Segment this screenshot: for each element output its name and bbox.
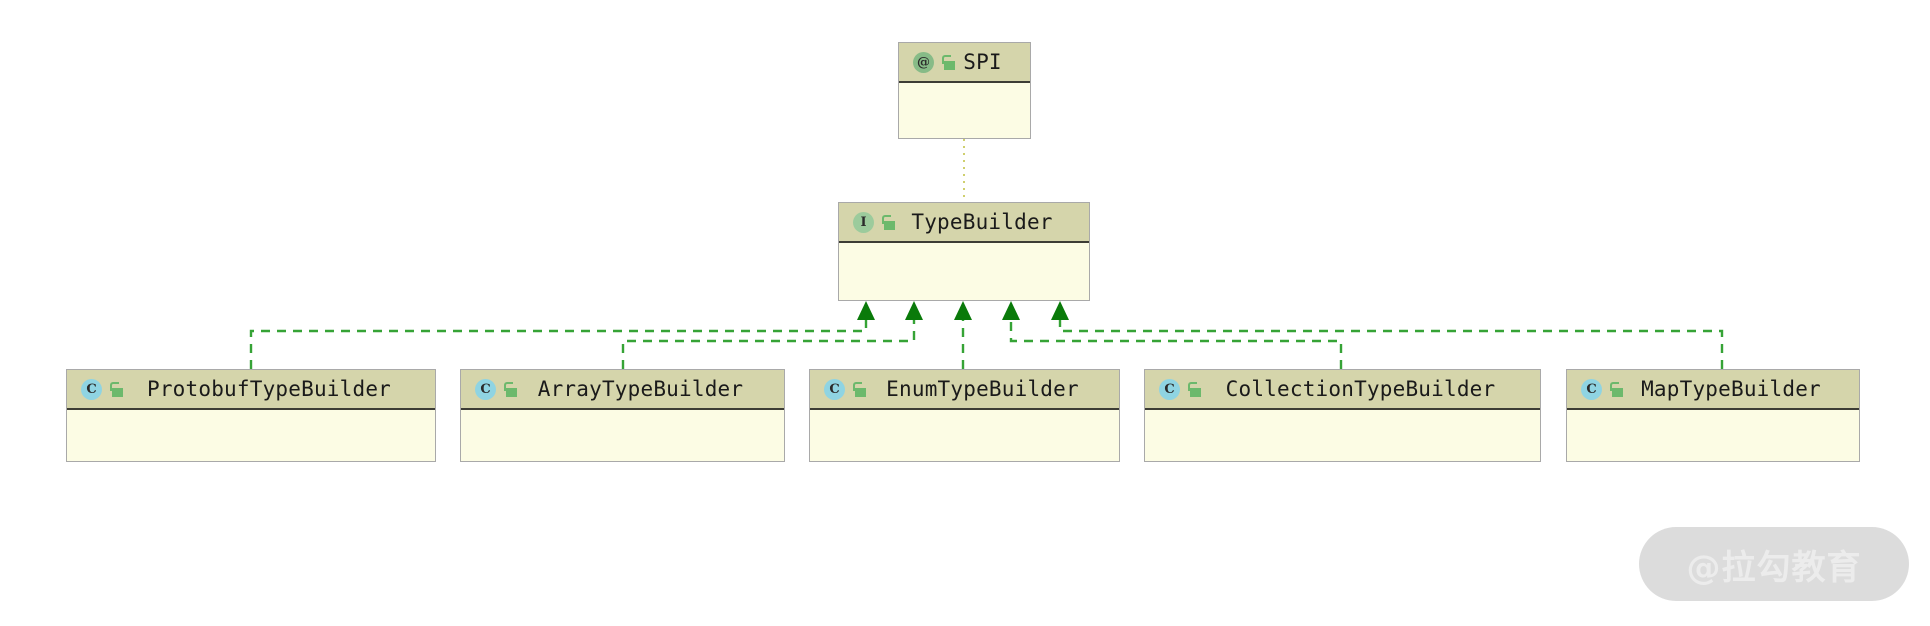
uml-node-members xyxy=(461,410,784,461)
edge-array-typebuilder xyxy=(621,301,923,369)
uml-node-collectiontypebuilder[interactable]: C CollectionTypeBuilder xyxy=(1144,369,1541,462)
edge-map-typebuilder xyxy=(1051,301,1724,369)
uml-node-protobuftypebuilder[interactable]: C ProtobufTypeBuilder xyxy=(66,369,436,462)
uml-node-title: ArrayTypeBuilder xyxy=(537,377,744,401)
edge-protobuf-typebuilder xyxy=(249,301,875,369)
uml-node-title: EnumTypeBuilder xyxy=(886,377,1079,401)
uml-node-header: C ProtobufTypeBuilder xyxy=(67,370,435,410)
open-lock-icon xyxy=(941,54,955,70)
uml-node-title: SPI xyxy=(963,50,1002,74)
open-lock-icon xyxy=(852,381,866,397)
uml-node-maptypebuilder[interactable]: C MapTypeBuilder xyxy=(1566,369,1860,462)
uml-node-header: C CollectionTypeBuilder xyxy=(1145,370,1540,410)
open-lock-icon xyxy=(109,381,123,397)
uml-node-members xyxy=(1145,410,1540,461)
uml-node-title: TypeBuilder xyxy=(911,210,1053,234)
uml-node-members xyxy=(839,243,1089,300)
uml-node-members xyxy=(67,410,435,461)
uml-node-enumtypebuilder[interactable]: C EnumTypeBuilder xyxy=(809,369,1120,462)
class-stereotype-icon: C xyxy=(824,378,845,400)
uml-node-members xyxy=(899,83,1030,138)
uml-node-title: CollectionTypeBuilder xyxy=(1225,377,1496,401)
uml-node-members xyxy=(1567,410,1859,461)
edge-enum-typebuilder xyxy=(954,301,972,369)
uml-node-members xyxy=(810,410,1119,461)
class-stereotype-icon: C xyxy=(1581,378,1602,400)
uml-node-header: C ArrayTypeBuilder xyxy=(461,370,784,410)
open-lock-icon xyxy=(881,214,895,230)
uml-node-spi[interactable]: @ SPI xyxy=(898,42,1031,139)
interface-stereotype-icon: I xyxy=(853,211,874,233)
edge-collection-typebuilder xyxy=(1002,301,1343,369)
watermark-text: @拉勾教育 xyxy=(1686,547,1862,588)
uml-node-header: C MapTypeBuilder xyxy=(1567,370,1859,410)
class-stereotype-icon: C xyxy=(81,378,102,400)
uml-node-header: @ SPI xyxy=(899,43,1030,83)
watermark: @拉勾教育 xyxy=(1639,527,1909,601)
class-stereotype-icon: C xyxy=(475,378,496,400)
class-stereotype-icon: C xyxy=(1159,378,1180,400)
uml-node-header: I TypeBuilder xyxy=(839,203,1089,243)
open-lock-icon xyxy=(503,381,517,397)
uml-node-header: C EnumTypeBuilder xyxy=(810,370,1119,410)
open-lock-icon xyxy=(1609,381,1623,397)
uml-node-typebuilder[interactable]: I TypeBuilder xyxy=(838,202,1090,301)
open-lock-icon xyxy=(1187,381,1201,397)
annotation-stereotype-icon: @ xyxy=(913,51,934,73)
uml-node-title: MapTypeBuilder xyxy=(1641,377,1821,401)
uml-node-title: ProtobufTypeBuilder xyxy=(146,377,392,401)
uml-node-arraytypebuilder[interactable]: C ArrayTypeBuilder xyxy=(460,369,785,462)
